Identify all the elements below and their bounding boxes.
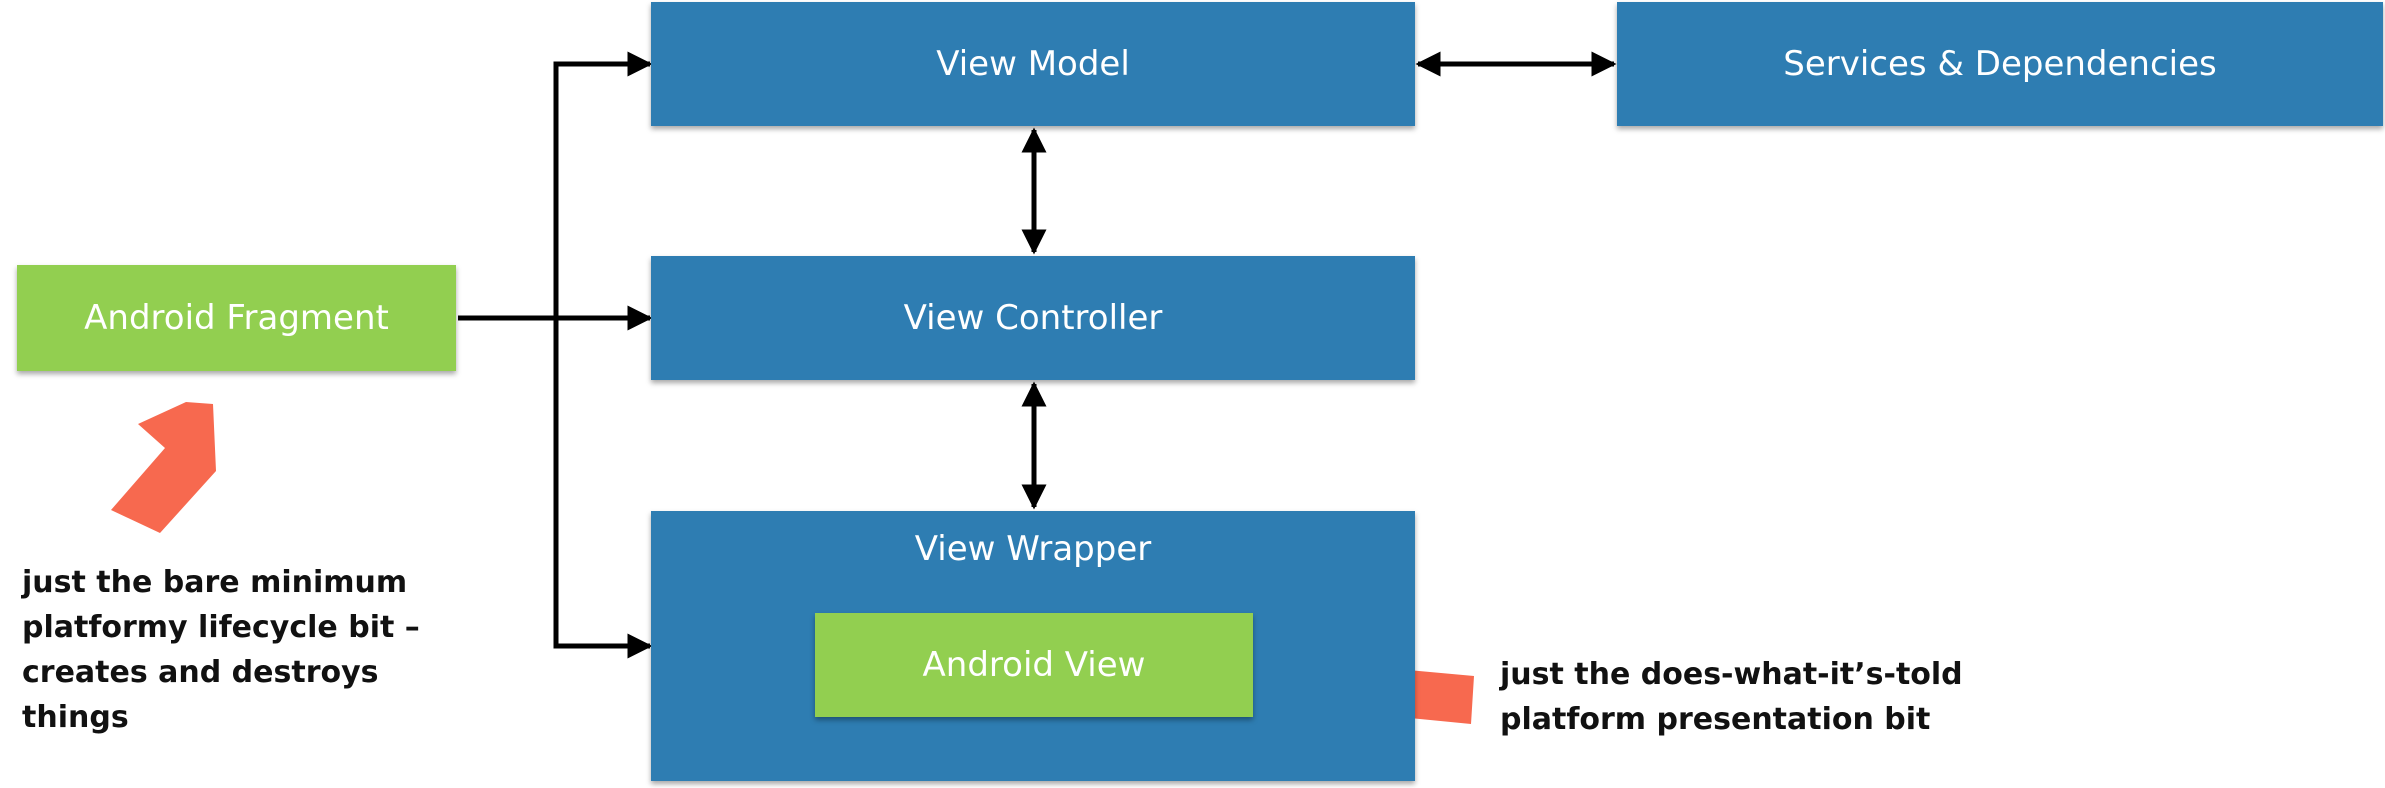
callout-arrow-fragment	[111, 402, 216, 533]
view-model-box: View Model	[651, 2, 1415, 126]
fragment-note-line: creates and destroys	[22, 655, 379, 690]
android-fragment-box: Android Fragment	[17, 265, 456, 371]
view-note-line: platform presentation bit	[1500, 702, 1931, 737]
view-controller-box: View Controller	[651, 256, 1415, 380]
fragment-note-line: platformy lifecycle bit –	[22, 610, 420, 645]
android-view-label: Android View	[922, 645, 1146, 685]
android-view-box: Android View	[815, 613, 1253, 717]
fragment-note-line: things	[22, 700, 129, 735]
bidirectional-connectors	[1021, 51, 1617, 510]
fragment-to-view-wrapper-arrow	[553, 318, 653, 659]
fragment-note: just the bare minimum platformy lifecycl…	[22, 560, 420, 740]
fragment-to-view-model-arrow	[553, 51, 653, 318]
services-dependencies-box: Services & Dependencies	[1617, 2, 2383, 126]
android-fragment-label: Android Fragment	[84, 298, 389, 338]
fragment-connectors	[458, 51, 653, 659]
fragment-note-line: just the bare minimum	[22, 565, 408, 600]
services-dependencies-label: Services & Dependencies	[1783, 44, 2217, 84]
view-controller-label: View Controller	[903, 298, 1163, 338]
view-wrapper-label: View Wrapper	[914, 529, 1152, 569]
view-model-label: View Model	[936, 44, 1130, 84]
view-note: just the does-what-it’s-told platform pr…	[1500, 652, 1963, 742]
view-note-line: just the does-what-it’s-told	[1500, 657, 1963, 692]
